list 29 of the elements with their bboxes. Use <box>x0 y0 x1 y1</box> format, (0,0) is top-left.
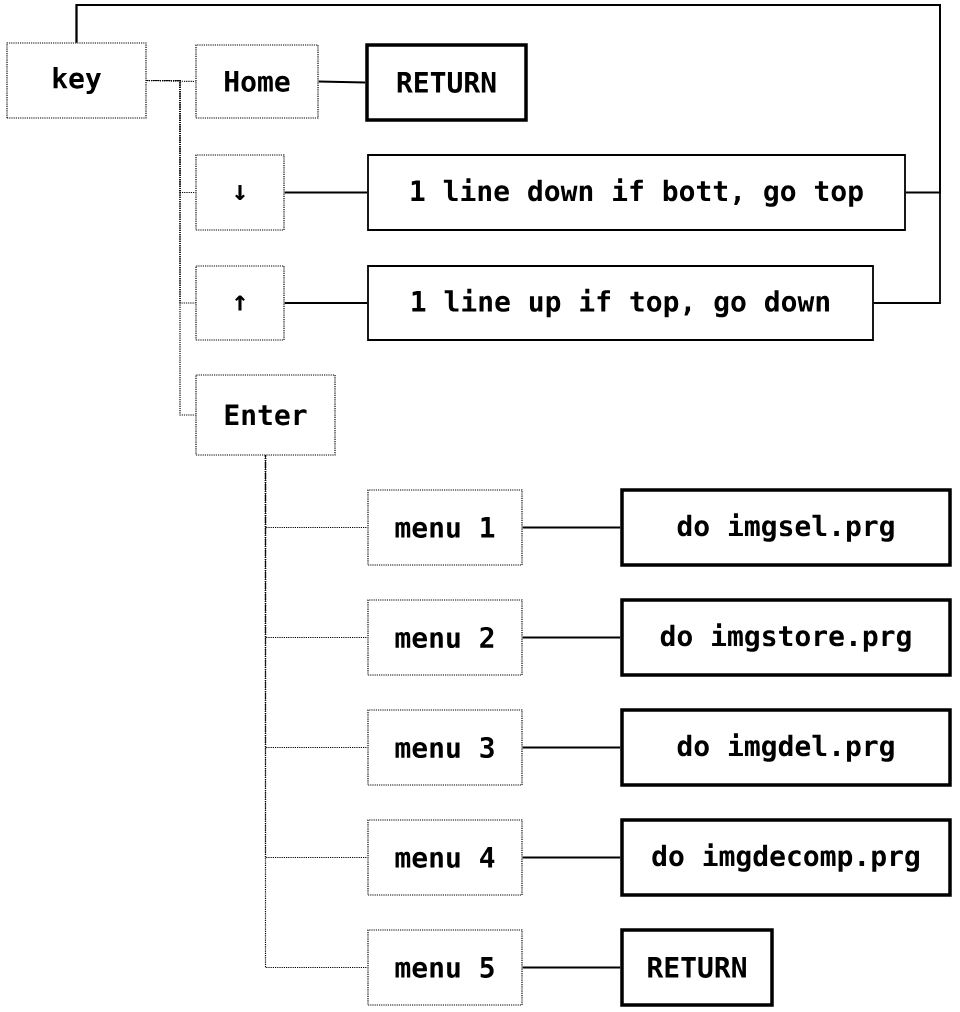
tree-line <box>264 455 368 969</box>
action-box: 1 line up if top, go down <box>367 265 874 341</box>
connector-line <box>521 526 622 529</box>
command-box: do imgsel.prg <box>620 488 952 567</box>
connector-line <box>283 302 368 304</box>
command-box: do imgdecomp.prg <box>620 818 952 897</box>
command-box: RETURN <box>365 43 528 122</box>
key-box: menu 4 <box>367 819 523 896</box>
connector-line <box>521 856 622 859</box>
connector-line <box>75 4 941 304</box>
connector-line <box>521 636 622 639</box>
key-box: menu 2 <box>367 599 523 676</box>
key-box: ↓ <box>195 154 285 231</box>
key-box: Home <box>195 44 319 119</box>
tree-line <box>146 79 196 416</box>
connector-line <box>317 80 367 84</box>
key-box: menu 3 <box>367 709 523 786</box>
command-box: do imgstore.prg <box>620 598 952 677</box>
key-box: menu 1 <box>367 489 523 566</box>
connector-line <box>283 191 368 194</box>
command-box: RETURN <box>620 928 774 1007</box>
key-box: key <box>6 42 147 119</box>
command-box: do imgdel.prg <box>620 708 952 787</box>
action-box: 1 line down if bott, go top <box>367 154 906 231</box>
key-box: ↑ <box>195 265 285 341</box>
connector-line <box>521 746 622 749</box>
connector-line <box>521 966 622 969</box>
key-box: menu 5 <box>367 929 523 1006</box>
key-box: Enter <box>195 374 336 456</box>
